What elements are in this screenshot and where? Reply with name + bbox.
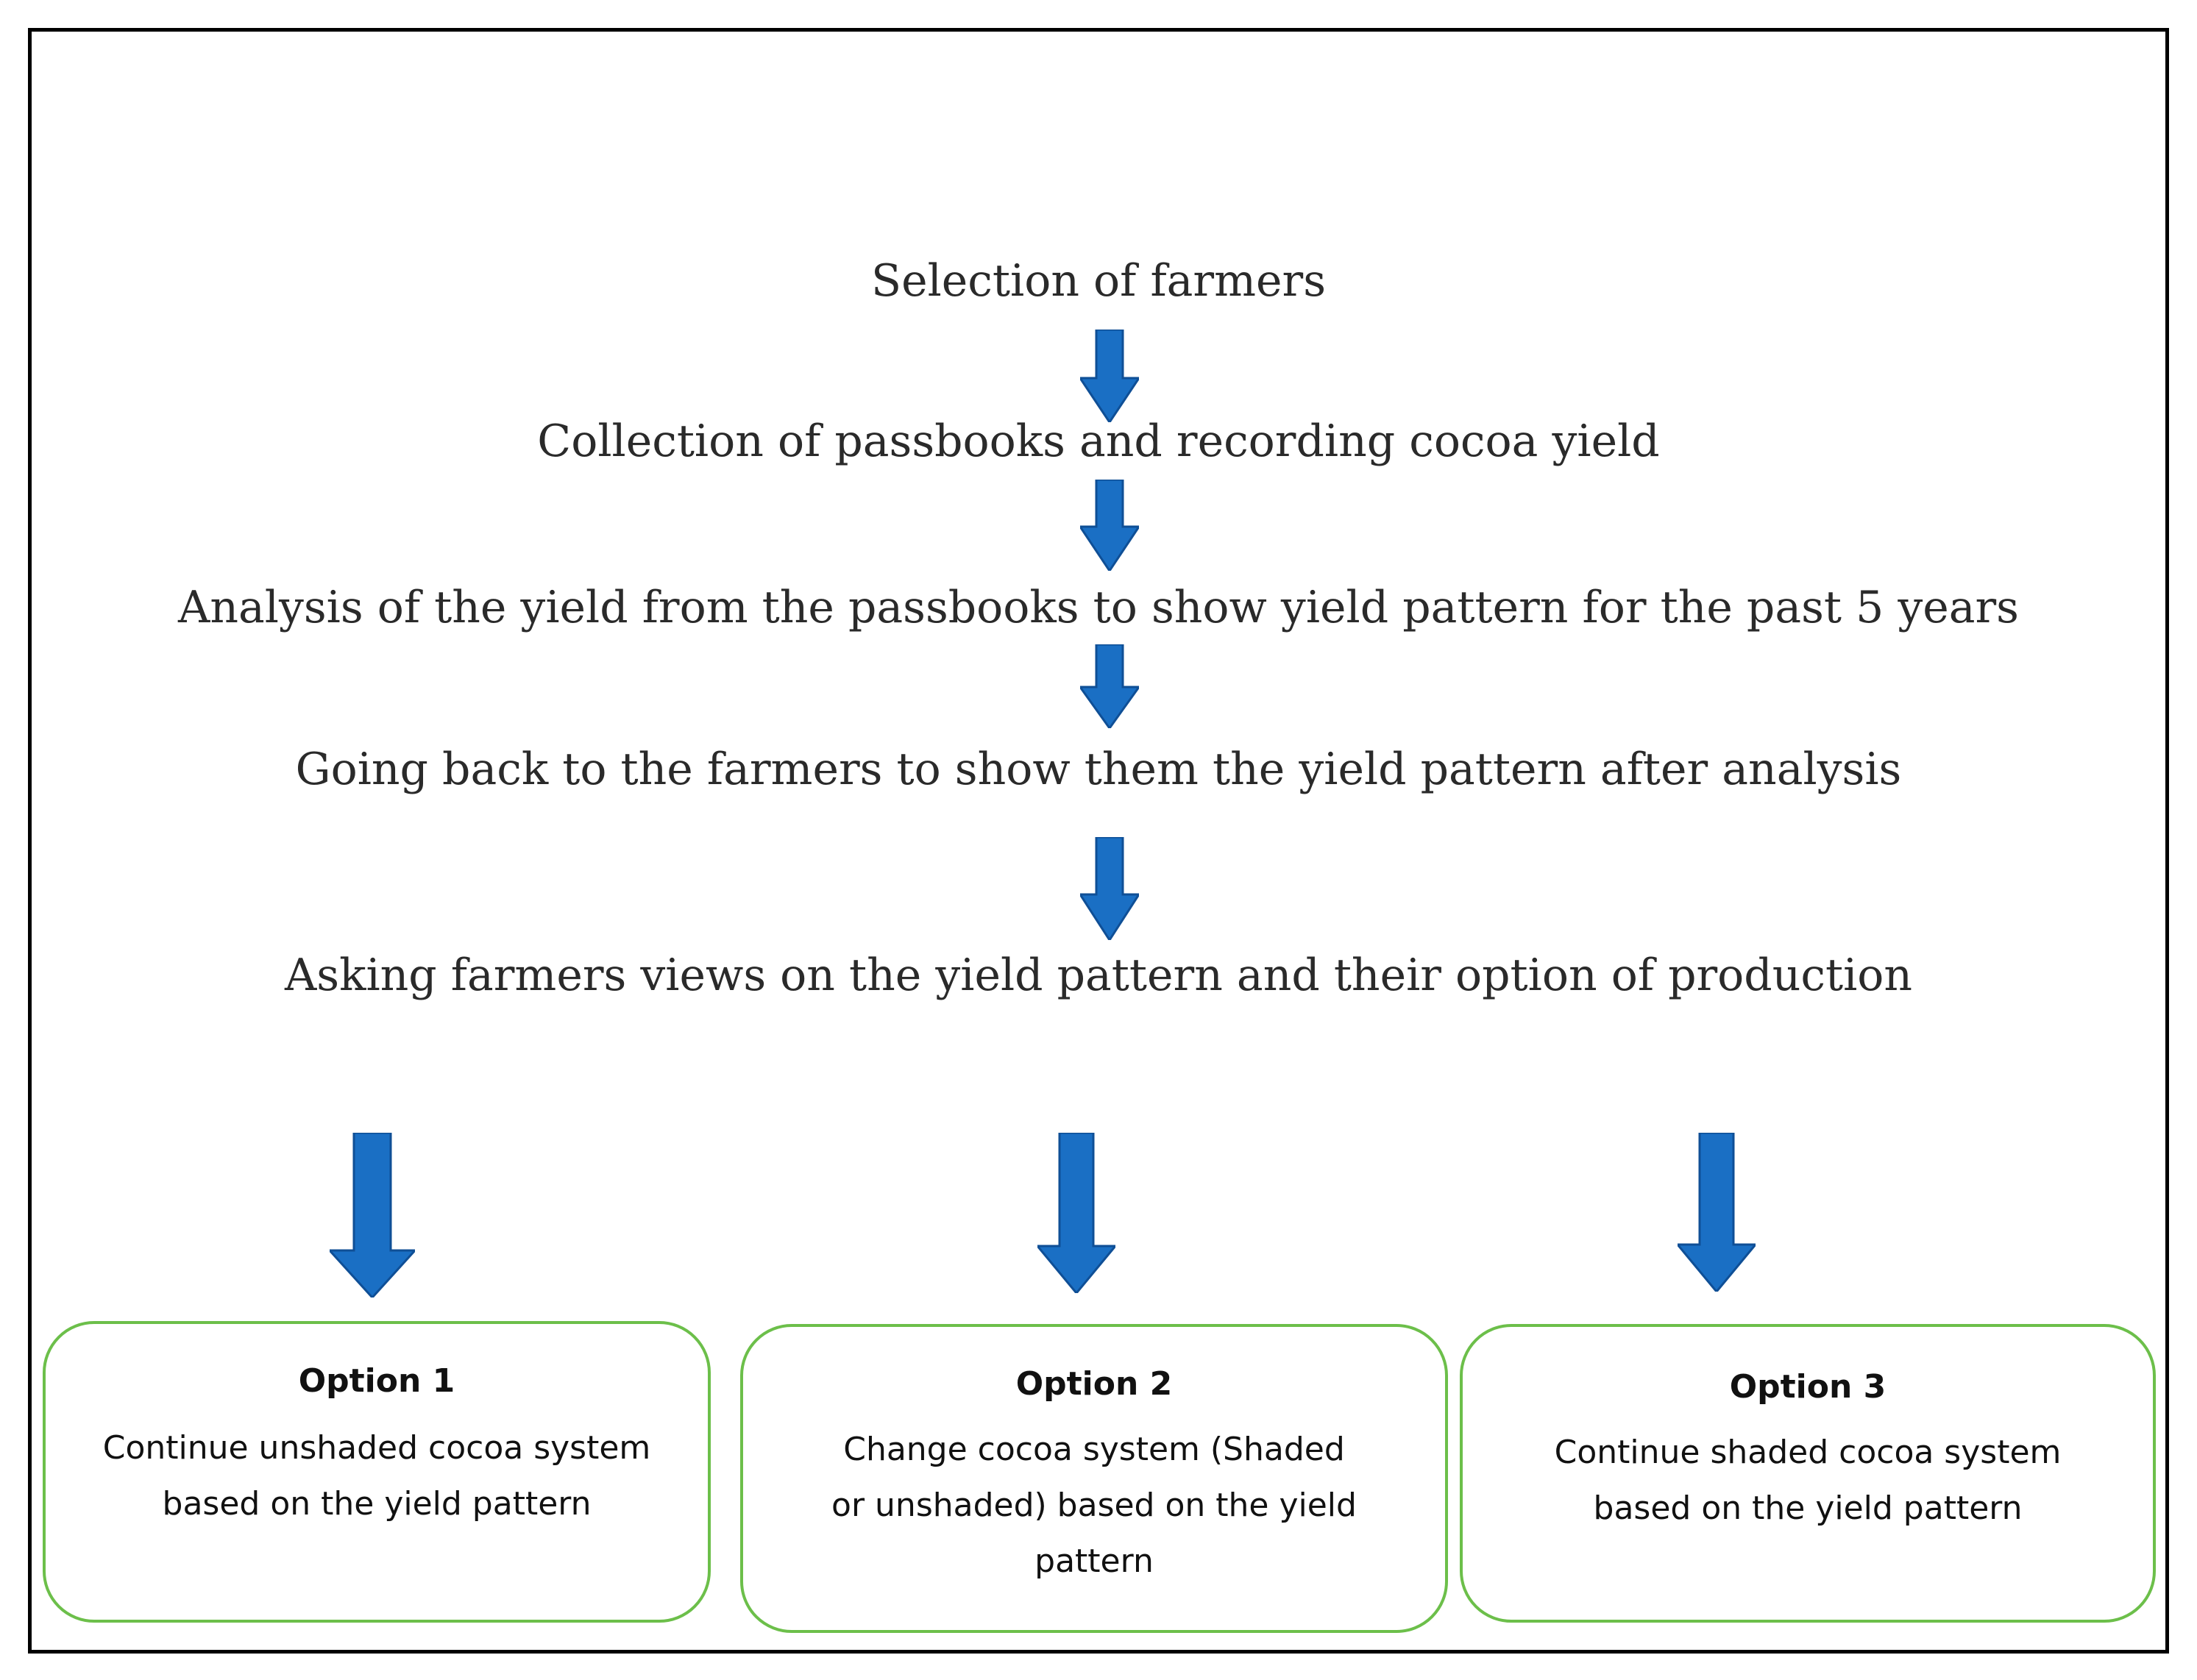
option-1-line-1: Continue unshaded cocoa system (102, 1429, 651, 1467)
option-2-line-1: Change cocoa system (Shaded (843, 1431, 1345, 1468)
step-going-back-to-farmers: Going back to the farmers to show them t… (295, 744, 1902, 795)
step-analysis-of-yield: Analysis of the yield from the passbooks… (178, 582, 2019, 633)
down-arrow-icon (1678, 1133, 1756, 1292)
option-1-box: Option 1 Continue unshaded cocoa system … (43, 1321, 711, 1623)
option-2-line-2: or unshaded) based on the yield (831, 1487, 1357, 1524)
down-arrow-icon (1080, 480, 1139, 571)
step-asking-farmers-views: Asking farmers views on the yield patter… (284, 950, 1913, 1001)
arrow-shape (1080, 837, 1139, 940)
option-3-line-2: based on the yield pattern (1593, 1489, 2023, 1527)
option-2-line-3: pattern (1034, 1542, 1154, 1580)
arrow-shape (1037, 1133, 1115, 1293)
arrow-shape (1080, 330, 1139, 422)
down-arrow-icon (1080, 644, 1139, 728)
step-selection-of-farmers: Selection of farmers (871, 255, 1326, 307)
option-1-title: Option 1 (298, 1362, 455, 1400)
down-arrow-icon (330, 1133, 415, 1298)
arrow-shape (1080, 644, 1139, 728)
down-arrow-icon (1080, 837, 1139, 940)
option-3-box: Option 3 Continue shaded cocoa system ba… (1460, 1324, 2156, 1623)
down-arrow-icon (1037, 1133, 1115, 1293)
arrow-shape (330, 1133, 415, 1298)
option-3-line-1: Continue shaded cocoa system (1554, 1434, 2062, 1471)
option-1-line-2: based on the yield pattern (162, 1485, 592, 1523)
step-collection-of-passbooks: Collection of passbooks and recording co… (537, 416, 1660, 467)
option-2-box: Option 2 Change cocoa system (Shaded or … (740, 1324, 1448, 1633)
arrow-shape (1080, 480, 1139, 571)
down-arrow-icon (1080, 330, 1139, 422)
option-2-title: Option 2 (1015, 1365, 1173, 1403)
option-3-title: Option 3 (1729, 1368, 1887, 1406)
arrow-shape (1678, 1133, 1756, 1292)
